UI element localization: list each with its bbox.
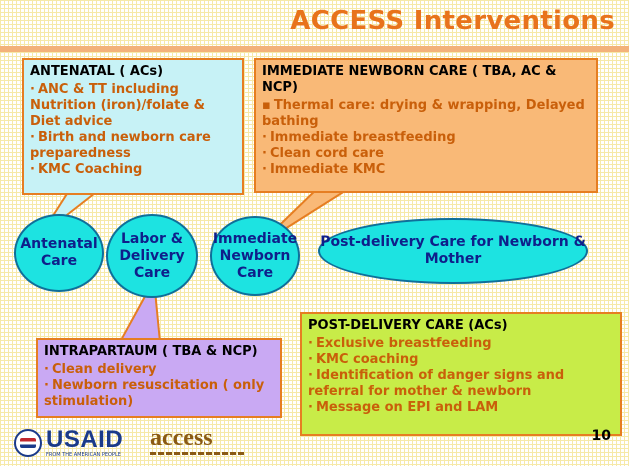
usaid-seal-icon — [14, 429, 42, 457]
stage-immediate-newborn-care: Immediate Newborn Care — [210, 216, 300, 296]
antenatal-item: ·KMC Coaching — [30, 162, 143, 177]
post-delivery-item: ·Message on EPI and LAM — [308, 400, 499, 415]
usaid-wordmark: USAID — [46, 426, 124, 453]
access-wordmark: access — [150, 425, 213, 451]
intrapartum-item: ·Clean delivery — [44, 362, 157, 377]
post-delivery-heading: POST-DELIVERY CARE (ACs) — [308, 318, 508, 333]
slide-title: ACCESS Interventions — [290, 6, 615, 36]
stage-antenatal-care: Antenatal Care — [14, 214, 104, 292]
antenatal-heading: ANTENATAL ( ACs) — [30, 64, 164, 79]
intrapartum-callout: INTRAPARTAUM ( TBA & NCP) ·Clean deliver… — [36, 338, 282, 418]
intrapartum-item: ·Newborn resuscitation ( only stimulatio… — [44, 378, 265, 409]
antenatal-item: ·Birth and newborn care preparedness — [30, 130, 211, 161]
title-underline-bar — [0, 46, 629, 52]
stage-post-delivery-care: Post-delivery Care for Newborn & Mother — [318, 218, 588, 284]
immediate-item: ·Immediate KMC — [262, 162, 386, 177]
immediate-item: ·Immediate breastfeeding — [262, 130, 456, 145]
stage-labor-delivery-care: Labor & Delivery Care — [106, 214, 198, 298]
usaid-tagline: FROM THE AMERICAN PEOPLE — [46, 452, 121, 458]
antenatal-callout: ANTENATAL ( ACs) ·ANC & TT including Nut… — [22, 58, 244, 195]
post-delivery-item: ·Identification of danger signs and refe… — [308, 368, 565, 399]
page-number: 10 — [591, 428, 611, 444]
access-logo: access — [150, 426, 246, 455]
post-delivery-callout: POST-DELIVERY CARE (ACs) ·Exclusive brea… — [300, 312, 622, 436]
usaid-logo: USAID FROM THE AMERICAN PEOPLE — [14, 428, 123, 458]
post-delivery-item: ·KMC coaching — [308, 352, 419, 367]
immediate-heading: IMMEDIATE NEWBORN CARE ( TBA, AC & NCP) — [262, 64, 557, 95]
intrapartum-heading: INTRAPARTAUM ( TBA & NCP) — [44, 344, 258, 359]
immediate-item: ·Clean cord care — [262, 146, 384, 161]
access-tagline-graphic — [150, 452, 246, 455]
post-delivery-item: ·Exclusive breastfeeding — [308, 336, 492, 351]
immediate-item: ▪Thermal care: drying & wrapping, Delaye… — [262, 98, 585, 129]
antenatal-item: ·ANC & TT including Nutrition (iron)/fol… — [30, 82, 205, 129]
immediate-newborn-callout: IMMEDIATE NEWBORN CARE ( TBA, AC & NCP) … — [254, 58, 598, 193]
